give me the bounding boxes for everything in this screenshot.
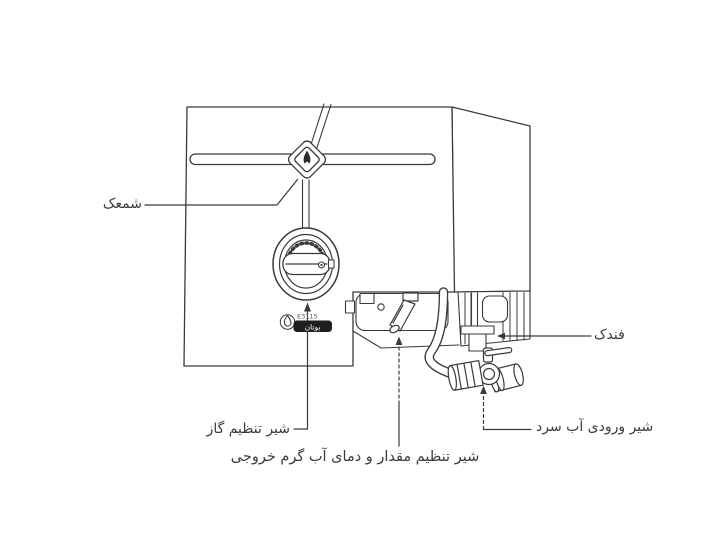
label-gas-valve: شیر تنظیم گاز	[206, 421, 290, 437]
label-pilot: شمعک	[102, 196, 142, 212]
leader-arrow-up-icon	[395, 336, 403, 345]
leader-gas-valve	[293, 302, 311, 430]
igniter-assembly	[460, 292, 495, 352]
label-cold-water-inlet: شیر ورودی آب سرد	[536, 419, 654, 435]
leader-hot-water-valve	[395, 336, 403, 447]
badge-banner	[293, 320, 332, 332]
leader-arrow-up-icon	[304, 302, 311, 312]
badge-code: E3115	[297, 313, 318, 321]
duct-elbow	[481, 295, 509, 323]
label-hot-water-valve: شیر تنظیم مقدار و دمای آب گرم خروجی	[230, 449, 480, 465]
leader-arrow-left-icon	[497, 332, 505, 340]
pilot-window-diamond	[287, 140, 327, 179]
flue-pipes	[301, 103, 332, 230]
pilot-flame-icon	[303, 150, 311, 164]
side-panel	[451, 106, 531, 293]
cold-water-valve	[447, 346, 524, 393]
gas-knob	[272, 227, 340, 301]
leader-cold-water-inlet	[480, 385, 532, 431]
label-igniter: فندک	[594, 327, 625, 343]
badge-flame-icon	[279, 314, 296, 330]
leader-pilot	[144, 178, 299, 206]
hot-water-spout	[389, 292, 419, 334]
leader-arrow-up-icon	[480, 385, 487, 394]
inlet-pipe	[424, 287, 461, 381]
badge-brand: بوتان	[305, 323, 321, 332]
valve-lever	[484, 346, 513, 357]
brand-badge: E3115 بوتان	[279, 313, 332, 332]
leader-igniter	[497, 332, 592, 340]
